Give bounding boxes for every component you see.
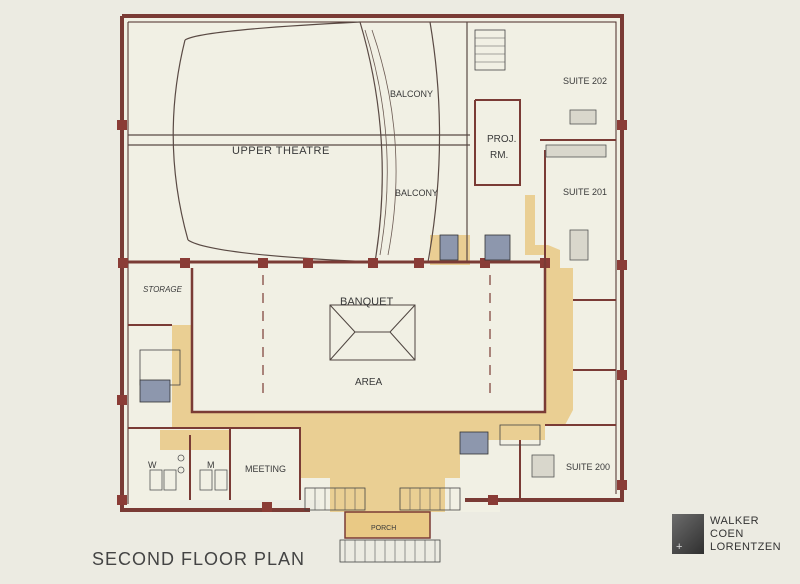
logo-line-2: COEN: [710, 528, 744, 540]
restroom-men-label: M: [207, 460, 215, 470]
logo-text: WALKER COEN LORENTZEN: [710, 515, 781, 554]
balcony-bottom-label: BALCONY: [395, 188, 438, 198]
suite-201-label: SUITE 201: [563, 187, 607, 197]
meeting-label: MEETING: [245, 464, 286, 474]
stair-treads: [314, 37, 505, 562]
suite-202-label: SUITE 202: [563, 76, 607, 86]
banquet-label: BANQUET: [340, 296, 393, 308]
banquet-columns: [262, 275, 491, 400]
elevators: [139, 234, 511, 455]
balcony-top-label: BALCONY: [390, 89, 433, 99]
plan-title: SECOND FLOOR PLAN: [92, 549, 306, 569]
pillars: [117, 120, 627, 512]
restroom-fixtures: [149, 454, 228, 491]
suite-200-label: SUITE 200: [566, 462, 610, 472]
logo-mark: +: [672, 514, 704, 554]
theatre-lines: [128, 21, 470, 263]
balcony-tiers: [364, 29, 397, 256]
plus-icon: +: [676, 541, 683, 553]
upper-theatre-label: UPPER THEATRE: [232, 145, 330, 157]
area-label: AREA: [355, 377, 383, 388]
proj-rm-label-line2: RM.: [490, 150, 508, 161]
firm-logo: + WALKER COEN LORENTZEN: [672, 514, 792, 558]
suite-walls: [474, 99, 616, 500]
proj-rm-label-line1: PROJ.: [487, 134, 516, 145]
banquet-walls: [190, 262, 547, 414]
logo-line-1: WALKER: [710, 515, 760, 527]
restroom-women-label: W: [148, 460, 157, 470]
banquet-ceiling-diagram: [329, 304, 416, 361]
kitchenettes: [531, 109, 607, 478]
storage-label: STORAGE: [143, 285, 183, 294]
logo-line-3: LORENTZEN: [710, 541, 782, 553]
porch: [344, 511, 431, 539]
porch-label: PORCH: [371, 525, 396, 532]
lower-left-walls: [128, 324, 301, 500]
